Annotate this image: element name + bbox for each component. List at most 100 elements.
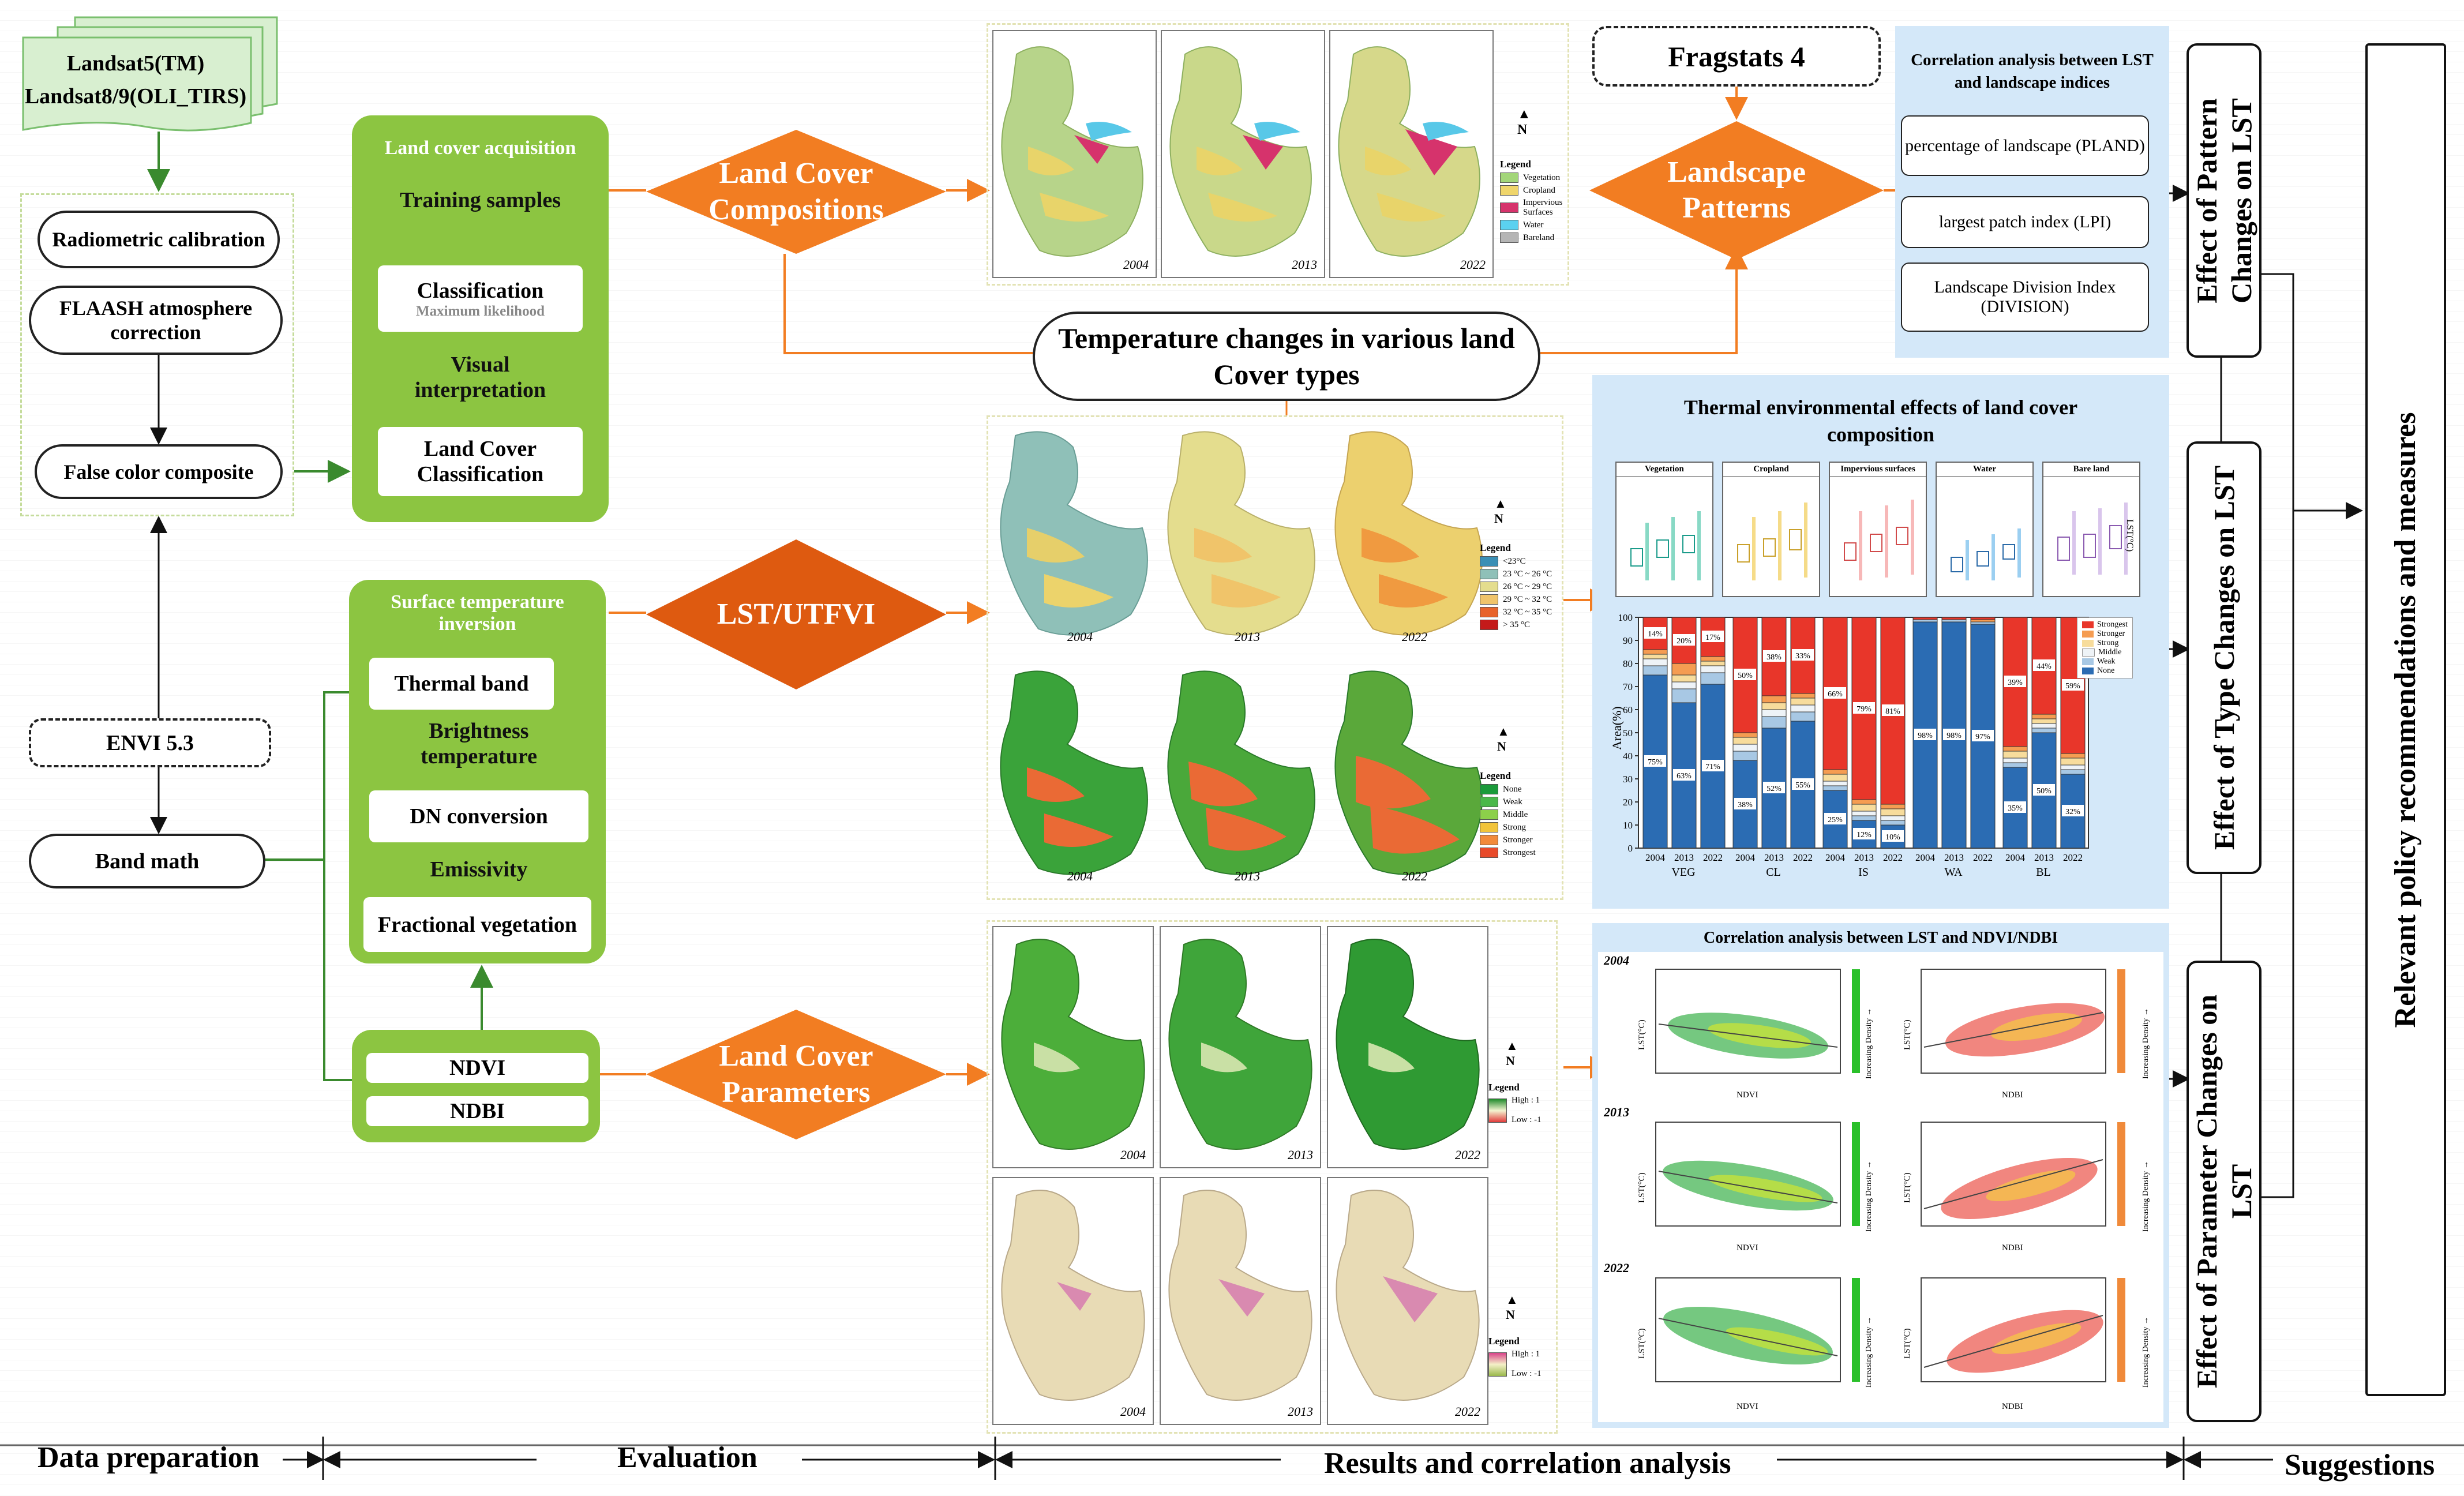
data-label-bg — [2062, 679, 2084, 691]
bar-segment-weak — [1912, 619, 1938, 623]
band-math-label: Band math — [95, 849, 200, 873]
data-label: 52% — [1767, 785, 1782, 793]
y-tick-label: 80 — [1623, 658, 1633, 669]
scatter-ylabel: LST(°C) — [1637, 1172, 1647, 1203]
data-label: 81% — [1885, 707, 1900, 716]
year-label: 2013 — [1292, 257, 1317, 272]
bottom-data-preparation: Data preparation — [37, 1441, 260, 1474]
bottom-results: Results and correlation analysis — [1324, 1447, 1731, 1480]
lpi-label: largest patch index (LPI) — [1938, 212, 2112, 231]
ndvi-correlation-title: Correlation analysis between LST and NDV… — [1703, 929, 2058, 947]
bar-segment-weak — [1671, 688, 1697, 703]
scatter-ylabel: LST(°C) — [1903, 1328, 1912, 1359]
legend-row: 29 °C ~ 32 °C — [1480, 594, 1552, 605]
envi-label: ENVI 5.3 — [106, 730, 194, 755]
land-cover-island-2004 — [1001, 46, 1143, 257]
year-label: 2013 — [1235, 629, 1260, 644]
boxplot-header: Cropland — [1723, 463, 1819, 477]
bottom-evaluation: Evaluation — [617, 1441, 757, 1474]
density-label: Increasing Density → — [2142, 1008, 2150, 1079]
bar-segment-middle — [1700, 665, 1726, 673]
utfvi-map-2022: 2022 — [1327, 663, 1494, 888]
fragstats-box: Fragstats 4 — [1592, 26, 1881, 87]
data-label-bg — [1673, 634, 1695, 646]
boxplot-vegetation — [1630, 511, 1701, 580]
false-color-label: False color composite — [63, 460, 254, 483]
bar-legend-label: Strongest — [2097, 620, 2128, 629]
data-label: 39% — [2008, 678, 2023, 687]
legend-row: 23 °C ~ 26 °C — [1480, 569, 1552, 579]
scatter-ndvi-2022 — [1655, 1277, 1860, 1382]
legend-row: <23°C — [1480, 556, 1552, 567]
type-effect-box: Effect of Type Changes on LST — [2187, 441, 2262, 874]
data-label: 10% — [1885, 833, 1900, 842]
x-tick-label: 2022 — [1883, 852, 1903, 863]
density-label: Increasing Density → — [1865, 1008, 1873, 1079]
bar-segment-weak — [1732, 751, 1758, 761]
scatter-ndbi-2022 — [1921, 1277, 2125, 1382]
data-label: 97% — [1975, 733, 1990, 741]
flaash-label: FLAASH atmosphere correction — [59, 297, 253, 344]
y-tick-label: 40 — [1623, 751, 1633, 762]
lst-map-2004: 2004 — [992, 424, 1160, 649]
legend-label: Cropland — [1523, 185, 1555, 195]
ndbi-map-2013: 2013 — [1160, 1177, 1321, 1425]
boxplot-impervious — [1844, 500, 1914, 580]
scatter-xlabel: NDVI — [1737, 1243, 1758, 1253]
land-cover-classification-box: Land Cover Classification — [378, 427, 583, 496]
bar-segment-middle — [2060, 764, 2086, 770]
scatter-ndvi-2004 — [1655, 969, 1860, 1074]
year-label: 2004 — [1123, 257, 1149, 272]
boxplot-panel: Impervious surfaces — [1829, 462, 1927, 597]
data-label: 38% — [1738, 801, 1753, 809]
boxplot-panel: Water — [1936, 462, 2034, 597]
bar-legend-label: Weak — [2097, 657, 2116, 666]
bar-segment-weak — [1761, 716, 1787, 729]
patterns-diamond — [1589, 121, 1884, 260]
legend-label: Low : -1 — [1512, 1115, 1542, 1124]
bar-segment-stronger — [1790, 693, 1816, 699]
data-label-bg — [1644, 627, 1666, 639]
data-label: 50% — [2037, 787, 2052, 796]
year-label: 2004 — [1067, 629, 1093, 644]
legend-row: Strong — [1480, 822, 1536, 833]
parameter-effect-label: Effect of Parameter Changes on LST — [2191, 994, 2257, 1389]
data-label-bg — [1853, 702, 1875, 714]
legend-label: Bareland — [1523, 233, 1555, 242]
bar-legend: Strongest Stronger Strong Middle Weak No… — [2077, 617, 2133, 678]
data-label-bg — [1763, 782, 1785, 793]
data-label: 66% — [1828, 690, 1843, 699]
compositions-diamond — [646, 130, 946, 254]
bar-legend-label: Middle — [2098, 648, 2122, 657]
legend-label: Weak — [1503, 797, 1522, 807]
y-tick-label: 0 — [1628, 843, 1633, 854]
x-tick-label: 2022 — [1703, 852, 1723, 863]
legend-row: Water — [1500, 220, 1581, 230]
utfvi-map-2013: 2013 — [1160, 663, 1327, 888]
year-label: 2004 — [1120, 1148, 1146, 1162]
bar-segment-strong — [2031, 718, 2057, 724]
bar-legend-label: None — [2097, 666, 2115, 675]
x-tick-label: 2004 — [1915, 852, 1936, 863]
flaash-box: FLAASH atmosphere correction — [29, 286, 283, 355]
group-label: VEG — [1671, 866, 1695, 879]
year-label: 2013 — [1288, 1148, 1313, 1162]
y-tick-label: 90 — [1623, 635, 1633, 646]
legend-label: High : 1 — [1512, 1349, 1540, 1359]
bar-segment-weak — [1790, 711, 1816, 722]
lst-island-2004 — [1000, 431, 1148, 636]
legend-label: Strong — [1503, 822, 1527, 832]
scatter-ndvi-2013 — [1655, 1122, 1860, 1227]
data-label: 50% — [1738, 672, 1753, 680]
lst-map-2022: 2022 — [1327, 424, 1494, 649]
year-label: 2022 — [1460, 257, 1486, 272]
scatter-xlabel: NDBI — [2002, 1090, 2023, 1100]
bar-legend-label: Strong — [2097, 639, 2119, 647]
envi-box: ENVI 5.3 — [29, 718, 271, 767]
scatter-xlabel: NDBI — [2002, 1402, 2023, 1411]
data-label-bg — [1882, 704, 1904, 716]
data-label-bg — [1763, 650, 1785, 662]
north-arrow-icon: ▲N — [1494, 496, 1507, 526]
policy-box: Relevant policy recommendations and meas… — [2365, 43, 2446, 1396]
bar-segment-middle — [1761, 709, 1787, 717]
